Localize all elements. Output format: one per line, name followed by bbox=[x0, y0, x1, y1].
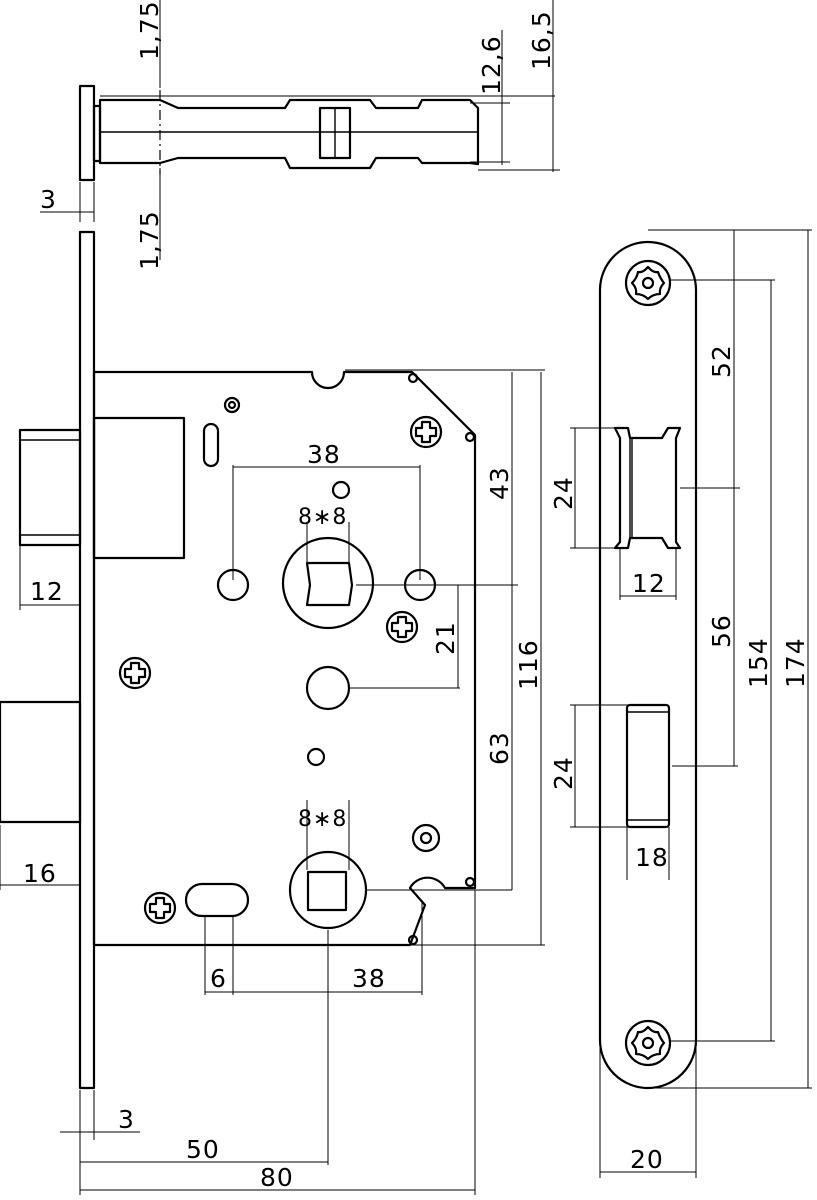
dim-21: 21 bbox=[431, 621, 460, 655]
strike-screw-top bbox=[624, 259, 672, 307]
pin-hole bbox=[306, 747, 326, 767]
rivet-top-inner bbox=[227, 400, 237, 410]
dim-12-latch: 12 bbox=[30, 577, 64, 606]
rivet-top bbox=[223, 396, 241, 414]
dim-16-5: 16,5 bbox=[527, 10, 556, 70]
corner-rivet bbox=[407, 372, 419, 384]
cylinder-hole bbox=[305, 665, 351, 711]
screw-right bbox=[385, 610, 419, 644]
dim-3-top: 3 bbox=[40, 185, 57, 214]
screw-bottom-left bbox=[143, 891, 177, 925]
front-view: 38 8∗8 12 16 43 21 116 63 8∗8 6 38 3 50 … bbox=[0, 230, 545, 1195]
dim-52: 52 bbox=[707, 344, 736, 378]
dim-12-6: 12,6 bbox=[477, 35, 506, 95]
slot-top bbox=[202, 422, 220, 468]
latch-opening bbox=[613, 426, 682, 550]
latch-housing bbox=[92, 416, 186, 560]
dim-1-75-top: 1,75 bbox=[135, 0, 164, 60]
dim-154: 154 bbox=[744, 637, 773, 688]
slot-bottom bbox=[184, 882, 250, 918]
dead-bolt bbox=[0, 700, 82, 824]
dim-80: 80 bbox=[260, 1163, 294, 1192]
latch-bolt bbox=[18, 428, 82, 547]
follower-hub bbox=[281, 536, 375, 630]
dim-3-bottom: 3 bbox=[118, 1105, 135, 1134]
dim-38-top: 38 bbox=[307, 440, 341, 469]
bolt-opening bbox=[625, 703, 671, 829]
dim-20: 20 bbox=[630, 1145, 664, 1174]
dim-24-bottom: 24 bbox=[549, 756, 578, 790]
dim-24-top: 24 bbox=[549, 476, 578, 510]
dim-43: 43 bbox=[485, 466, 514, 500]
screw-top-right bbox=[409, 415, 443, 449]
top-view: 1,75 12,6 16,5 3 1,75 bbox=[40, 0, 560, 270]
corner-rivet bbox=[407, 934, 419, 946]
strike-plate-view: 52 24 12 56 154 174 24 18 20 bbox=[549, 229, 812, 1178]
lock-case-outline bbox=[92, 370, 477, 947]
top-view-case bbox=[98, 98, 480, 170]
dim-56: 56 bbox=[707, 614, 736, 648]
dim-8x8-top: 8∗8 bbox=[298, 505, 347, 530]
dim-18: 18 bbox=[635, 843, 669, 872]
dim-12-strike: 12 bbox=[632, 569, 666, 598]
follower-square-hole bbox=[305, 561, 354, 607]
dim-8x8-bottom: 8∗8 bbox=[298, 807, 347, 832]
dim-50: 50 bbox=[186, 1135, 220, 1164]
dim-38-bottom: 38 bbox=[352, 964, 386, 993]
dim-6: 6 bbox=[210, 964, 227, 993]
strike-screw-bottom bbox=[624, 1019, 672, 1067]
corner-rivet bbox=[464, 431, 476, 443]
screw-left bbox=[118, 656, 152, 690]
rivet-bottom bbox=[411, 823, 441, 853]
top-view-faceplate bbox=[78, 84, 96, 182]
forend-plate bbox=[78, 230, 96, 1090]
dim-63: 63 bbox=[485, 731, 514, 765]
small-hole bbox=[331, 480, 351, 500]
corner-rivet bbox=[464, 876, 476, 888]
rivet-bottom-inner bbox=[419, 831, 433, 845]
strike-plate-outline bbox=[598, 240, 698, 1090]
dim-116: 116 bbox=[514, 639, 543, 690]
dim-1-75-bottom: 1,75 bbox=[135, 210, 164, 270]
key-hub bbox=[288, 850, 368, 930]
key-square-hole bbox=[306, 870, 348, 912]
dim-16-deadbolt: 16 bbox=[23, 859, 57, 888]
dim-174: 174 bbox=[781, 637, 810, 688]
